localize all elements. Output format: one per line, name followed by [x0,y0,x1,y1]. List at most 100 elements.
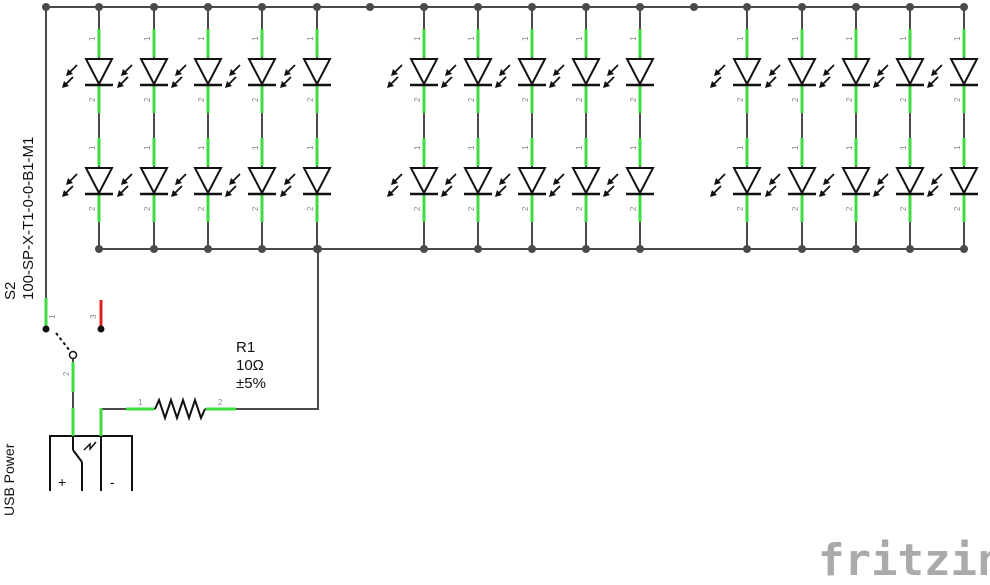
led-pin2-label: 2 [953,206,962,211]
light-arrow-icon [877,173,889,185]
led-pin1-label: 1 [899,36,908,41]
diode-triangle [139,167,169,196]
led-pin2-label: 2 [521,97,530,102]
led-left-r1-c4[interactable]: 12 [225,29,277,113]
led-middle-r1-c4[interactable]: 12 [549,29,601,113]
led-left-r1-c3[interactable]: 12 [171,29,223,113]
led-right-r2-c4[interactable]: 12 [873,138,925,222]
junction-dot-27 [906,245,914,253]
light-arrow-icon [387,76,399,88]
light-arrow-icon [607,173,619,185]
light-arrow-icon [769,64,781,76]
led-left-r2-c3[interactable]: 12 [171,138,223,222]
resistor-value-label: 10Ω [236,357,264,374]
light-arrow-icon [495,76,507,88]
light-arrow-icon [495,185,507,197]
light-arrow-icon [66,64,78,76]
led-right-r1-c2[interactable]: 12 [765,29,817,113]
junction-dot-22 [798,3,806,11]
resistor-tolerance-label: ±5% [236,375,266,392]
diode-triangle [949,58,979,87]
junction-dot-7 [258,245,266,253]
junction-dot-0 [95,3,103,11]
diode-triangle [571,58,601,87]
led-pin1-label: 1 [575,36,584,41]
led-right-r2-c3[interactable]: 12 [819,138,871,222]
switch-s2[interactable]: 1 3 2 S2 100-SP-X-T1-0-0-B1-M1 [2,137,105,408]
junction-dot-28 [960,3,968,11]
switch-pin1-label: 1 [48,314,57,319]
led-pin1-label: 1 [197,145,206,150]
junction-dot-31 [366,3,374,11]
light-arrow-icon [284,173,296,185]
diode-triangle [895,167,925,196]
diode-triangle [247,58,277,87]
switch-ref-label: S2 [2,282,19,300]
led-left-r2-c5[interactable]: 12 [280,138,332,222]
usb-power[interactable]: + - USB Power [1,408,133,516]
led-left-r2-c2[interactable]: 12 [117,138,169,222]
diode-triangle [571,167,601,196]
light-arrow-icon [62,185,74,197]
fritzing-logo: fritzing [818,535,990,585]
junction-dot-20 [743,3,751,11]
switch-lever [55,332,71,352]
led-pin2-label: 2 [845,97,854,102]
led-pin1-label: 1 [953,36,962,41]
led-left-r1-c5[interactable]: 12 [280,29,332,113]
led-middle-r1-c5[interactable]: 12 [603,29,655,113]
light-arrow-icon [62,76,74,88]
led-right-r1-c3[interactable]: 12 [819,29,871,113]
led-right-r2-c2[interactable]: 12 [765,138,817,222]
diode-triangle [302,167,332,196]
led-pin2-label: 2 [467,97,476,102]
led-pin1-label: 1 [521,36,530,41]
led-middle-r2-c4[interactable]: 12 [549,138,601,222]
light-arrow-icon [927,76,939,88]
led-left-r2-c4[interactable]: 12 [225,138,277,222]
led-middle-r2-c3[interactable]: 12 [495,138,547,222]
light-arrow-icon [714,173,726,185]
switch-pivot [68,350,78,360]
light-arrow-icon [284,64,296,76]
led-middle-r1-c3[interactable]: 12 [495,29,547,113]
led-pin1-label: 1 [467,145,476,150]
led-middle-r1-c2[interactable]: 12 [441,29,493,113]
diode-triangle [841,58,871,87]
diode-triangle [841,167,871,196]
led-pin1-label: 1 [88,36,97,41]
led-right-r2-c1[interactable]: 12 [710,138,762,222]
light-arrow-icon [117,76,129,88]
junction-dot-24 [852,3,860,11]
led-middle-r2-c1[interactable]: 12 [387,138,439,222]
diode-triangle [409,167,439,196]
led-right-r2-c5[interactable]: 12 [927,138,979,222]
usb-minus-label: - [110,474,115,490]
led-pin1-label: 1 [306,36,315,41]
led-left-r2-c1[interactable]: 12 [62,138,114,222]
led-left-r1-c1[interactable]: 12 [62,29,114,113]
led-right-r1-c5[interactable]: 12 [927,29,979,113]
led-middle-r2-c2[interactable]: 12 [441,138,493,222]
diode-triangle [625,58,655,87]
led-right-r1-c4[interactable]: 12 [873,29,925,113]
led-middle-r2-c5[interactable]: 12 [603,138,655,222]
led-pin2-label: 2 [467,206,476,211]
led-left-r1-c2[interactable]: 12 [117,29,169,113]
led-right-r1-c1[interactable]: 12 [710,29,762,113]
diode-triangle [732,167,762,196]
resistor-r1[interactable]: 1 2 R1 10Ω ±5% [101,339,318,422]
junction-dot-1 [95,245,103,253]
light-arrow-icon [553,64,565,76]
led-pin2-label: 2 [575,97,584,102]
resistor-pin2-label: 2 [218,398,223,407]
led-pin1-label: 1 [143,36,152,41]
led-pin2-label: 2 [845,206,854,211]
light-arrow-icon [175,173,187,185]
led-pin2-label: 2 [197,206,206,211]
junction-dot-21 [743,245,751,253]
light-arrow-icon [391,173,403,185]
junction-dot-16 [582,3,590,11]
light-arrow-icon [714,64,726,76]
led-middle-r1-c1[interactable]: 12 [387,29,439,113]
